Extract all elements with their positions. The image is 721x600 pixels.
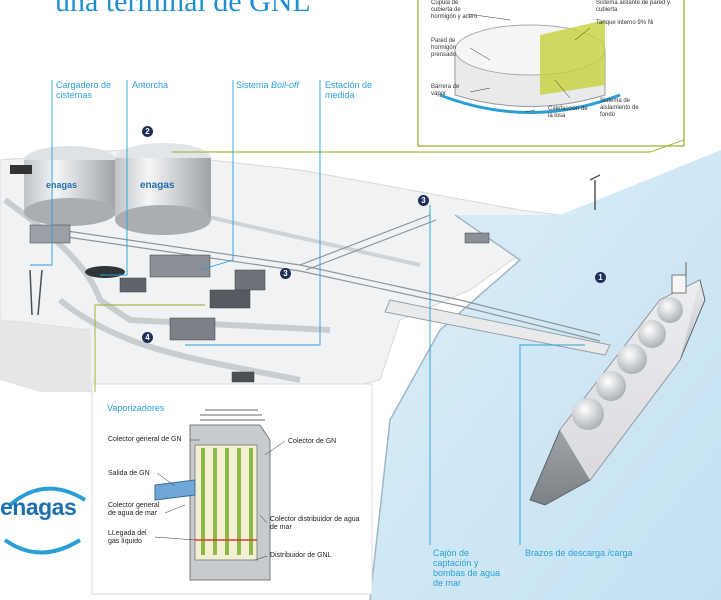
pipe-rack	[59, 214, 601, 342]
jetty	[384, 299, 611, 356]
enagas-logo	[3, 486, 87, 555]
marker-2: 2	[142, 126, 153, 137]
vap-label-colector-gn: Colector de GN	[288, 438, 337, 445]
label-brazos: Brazos de descarga /carga	[525, 548, 633, 558]
vap-label-colector-distribuidor: Colector distribuidor de agua de mar	[270, 516, 360, 531]
enagas-logo-text: enagas	[0, 494, 77, 520]
vap-label-distribuidor-gnl: Distribuidor de GNL	[270, 552, 332, 559]
label-cargadero: Cargadero de cisternas	[56, 80, 112, 100]
vaporizer-drawing	[154, 409, 271, 581]
inset-label-calefaccion: Calefacción de la losa	[548, 106, 588, 119]
marker-3b: 3	[280, 268, 291, 279]
road	[199, 213, 421, 267]
crane	[589, 174, 601, 210]
lng-tank-2	[115, 143, 211, 235]
tanker-truck	[10, 165, 32, 174]
vap-label-colector-general-agua: Colector general de agua de mar	[108, 502, 160, 517]
ground-edge	[0, 320, 90, 392]
page-title: una terminal de GNL	[55, 0, 311, 18]
inset-label-pared: Pared de hormigón prensado	[431, 38, 457, 58]
marker-4: 4	[142, 332, 153, 343]
label-boiloff: Sistema Boil-off	[236, 80, 299, 90]
lng-carrier	[529, 262, 706, 506]
tank-cutaway	[439, 20, 621, 114]
vap-label-salida-gn: Salida de GN	[108, 470, 150, 477]
vap-label-llegada-gas: LLegada del gas líquido	[108, 530, 147, 545]
inset-label-aislamiento-fondo: Sistema de aislamiento de fondo	[600, 98, 639, 118]
inset-label-aislante-pared: Sistema aislante de pared y cubierta	[596, 0, 671, 13]
vap-label-colector-general-gn: Colector general de GN	[108, 436, 182, 443]
callout-lines	[30, 80, 585, 545]
label-cajon: Cajón de captación y bombas de agua de m…	[433, 548, 501, 588]
leader-lines	[94, 139, 685, 392]
flare-tower	[29, 269, 43, 316]
inset-label-barrera: Barrera de vapor	[431, 84, 460, 97]
sea-edge	[369, 214, 522, 600]
lng-tank-1	[24, 146, 116, 226]
marker-3a: 3	[418, 195, 429, 206]
sea	[370, 150, 721, 600]
label-estacion: Estación de medida	[325, 80, 373, 100]
horizontal-vessel	[85, 266, 125, 278]
process-plant	[29, 224, 490, 383]
label-antorcha: Antorcha	[132, 80, 169, 90]
marker-1: 1	[595, 272, 606, 283]
label-boiloff-prefix: Sistema	[236, 80, 272, 90]
tank-logo-1: enagas	[46, 180, 78, 190]
tank-logo-2: enagas	[140, 180, 175, 191]
vaporizadores-title: Vaporizadores	[107, 403, 165, 413]
inset-label-tanque-interno: Tanque interno 9% Ni	[596, 20, 654, 26]
inset-label-cupula: Cúpula de cubierta de hormigón y acero	[431, 0, 478, 20]
label-boiloff-italic: Boil-off	[271, 80, 300, 90]
road	[58, 297, 301, 383]
